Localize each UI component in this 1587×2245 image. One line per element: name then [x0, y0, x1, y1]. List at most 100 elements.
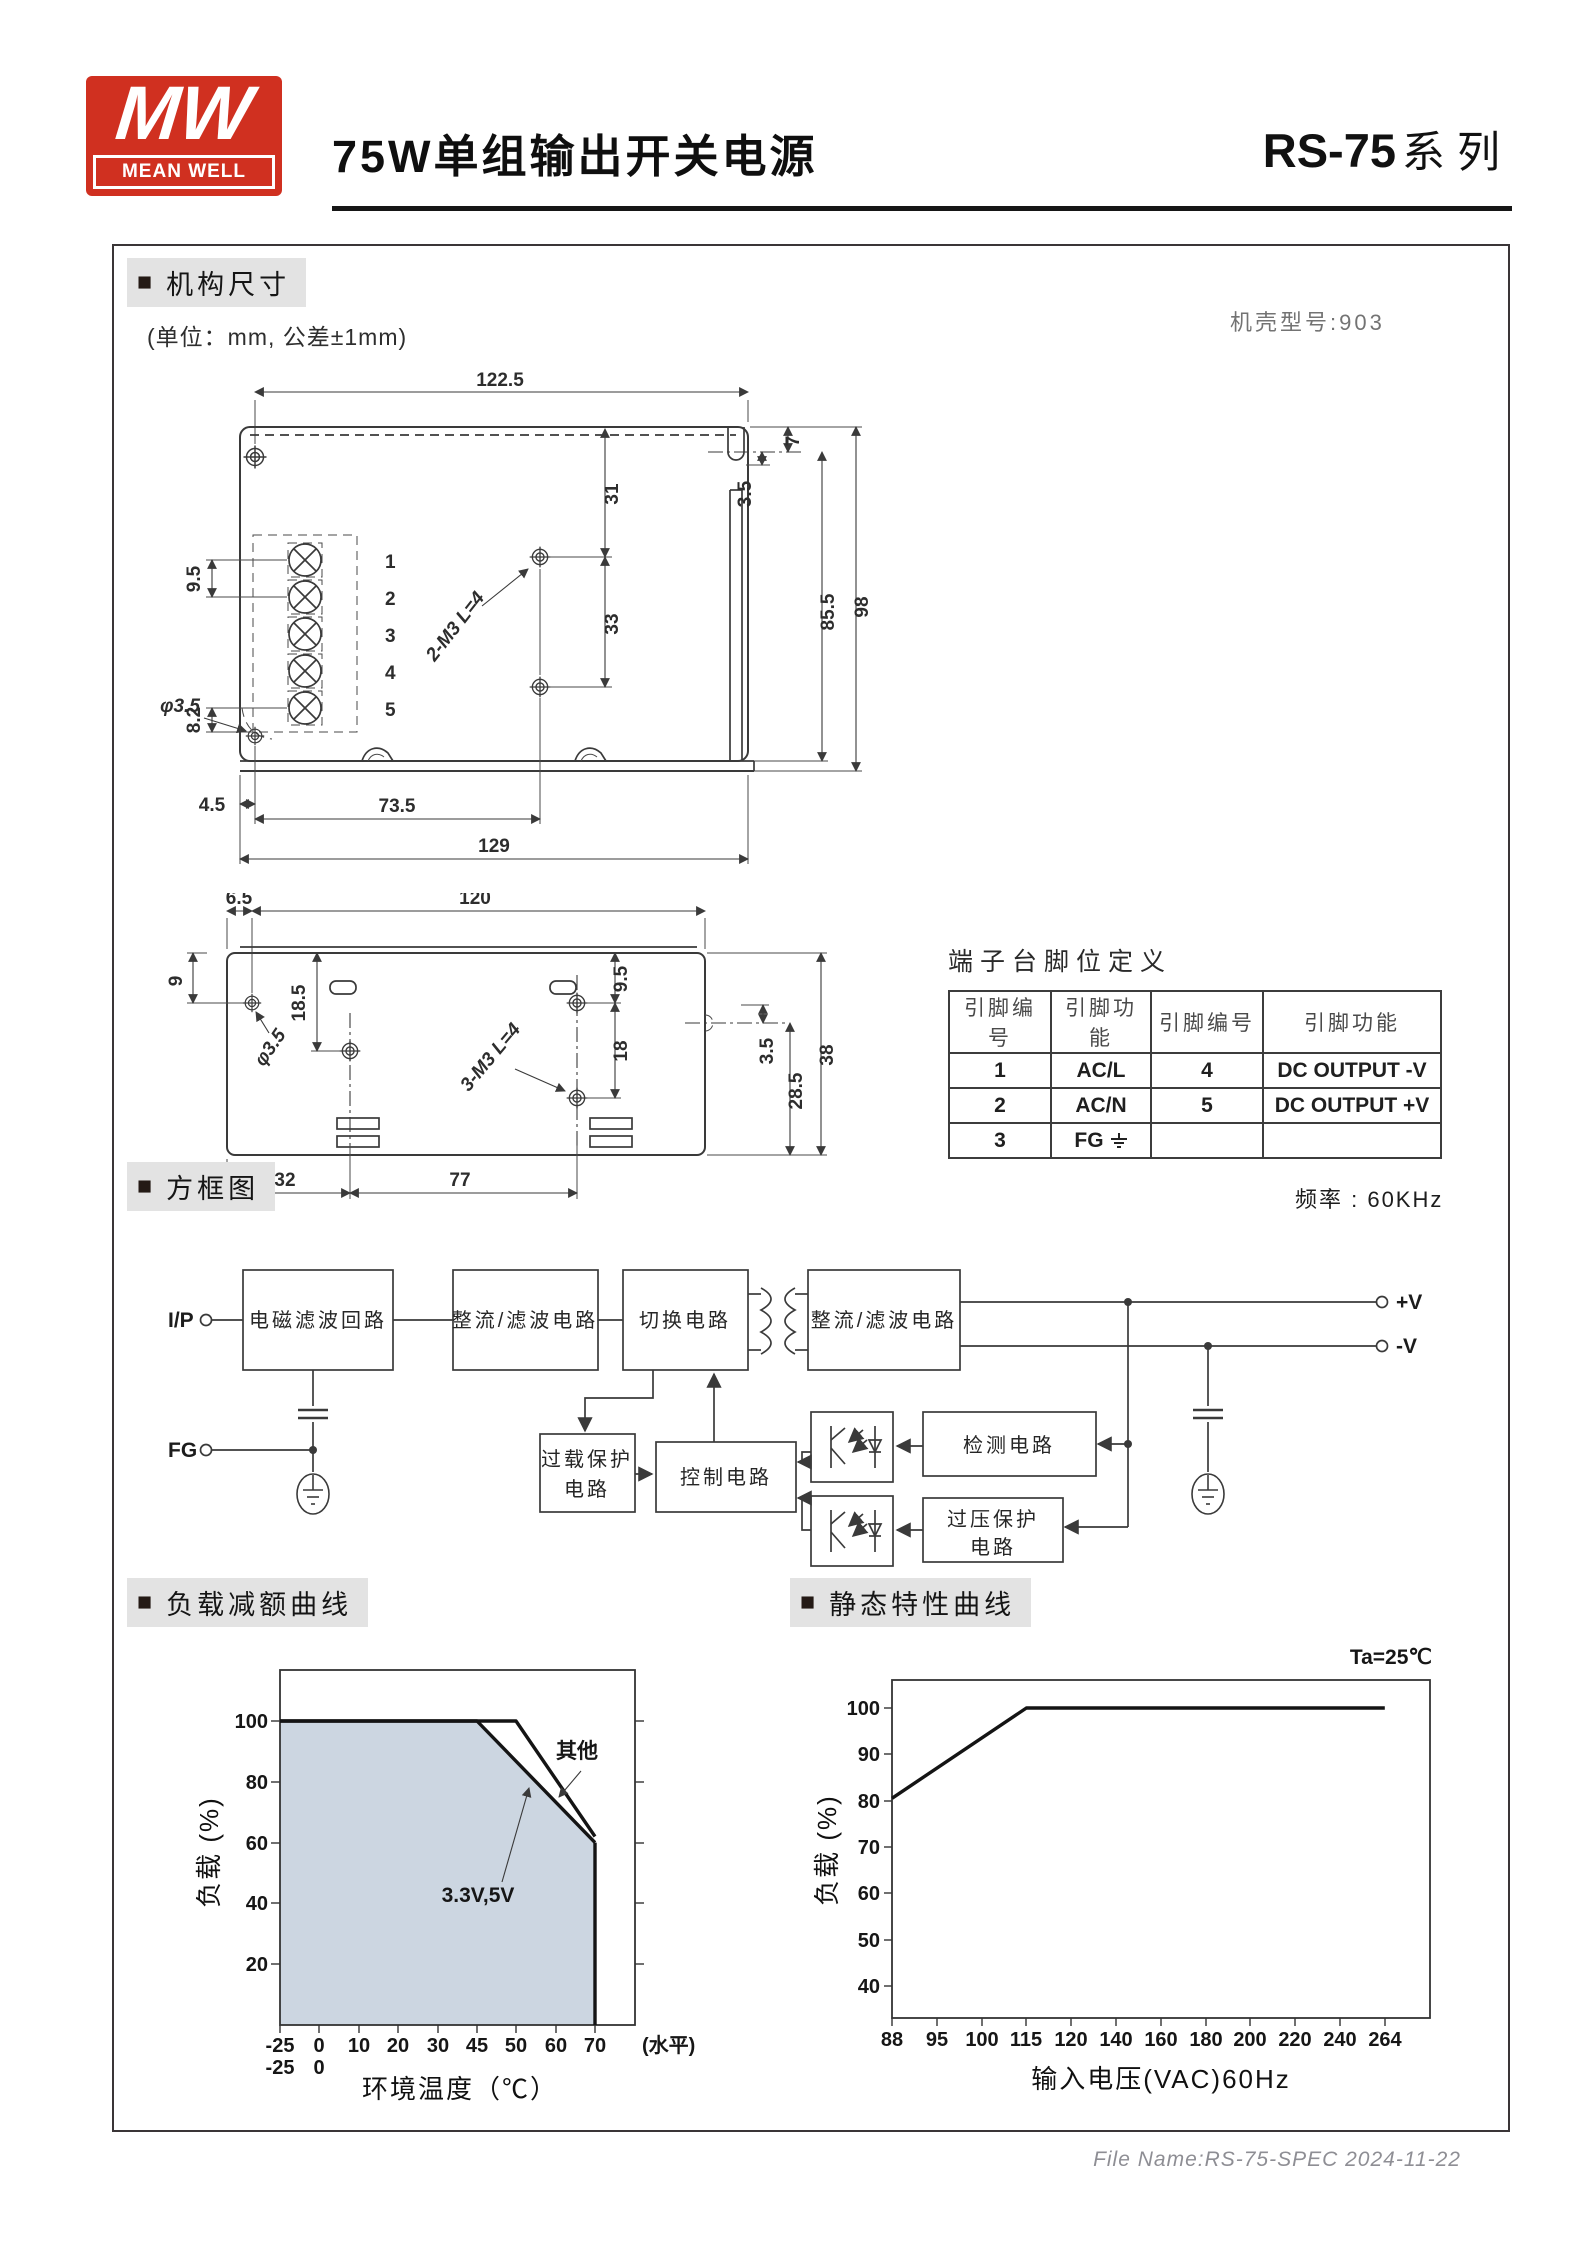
x-tick: 70: [584, 2035, 606, 2057]
section-block-title: 方框图: [166, 1174, 260, 1204]
emi-filter-label: 电磁滤波回路: [249, 1309, 387, 1332]
cell-fg: FG: [1050, 1122, 1152, 1159]
section-mechanical: ■ 机构尺寸: [127, 258, 307, 307]
switching-block: [622, 1269, 749, 1371]
switching-label: 切换电路: [639, 1309, 731, 1332]
dim-122-5: 122.5: [476, 372, 524, 391]
fg-label: FG: [1074, 1128, 1104, 1152]
col-pin-no: 引脚编号: [948, 990, 1052, 1054]
dim-4-5: 4.5: [199, 795, 226, 816]
section-derating: ■ 负载减额曲线: [127, 1578, 369, 1627]
x-tick: 140: [1099, 2029, 1132, 2051]
x-tick-row2: -25: [266, 2057, 295, 2079]
dim-3-5-top: 3.5: [735, 480, 756, 507]
m3-screw-icon: [528, 545, 552, 569]
section-marker-icon: ■: [137, 1172, 157, 1200]
pin-4: 4: [385, 663, 396, 684]
capacitor-icon: [1191, 1408, 1225, 1420]
transformer-icon: [748, 1287, 808, 1355]
detection-label: 检测电路: [963, 1434, 1055, 1457]
pin-2: 2: [385, 589, 396, 610]
m3-screw-icon: [528, 675, 552, 699]
x-tick: 200: [1233, 2029, 1266, 2051]
x-tick: 60: [545, 2035, 567, 2057]
dim-38: 38: [817, 1044, 838, 1065]
cell: AC/N: [1050, 1087, 1152, 1124]
page-title: 75W单组输出开关电源: [332, 131, 818, 182]
x-tick: 95: [926, 2029, 948, 2051]
pin-3: 3: [385, 626, 396, 647]
dim-9: 9: [166, 976, 187, 987]
x-tick: 264: [1368, 2029, 1402, 2051]
earth-ground-icon: [1191, 1473, 1225, 1515]
static-characteristic-chart: Ta=25℃ 100 90 80 70 60 50 40 88 95: [812, 1646, 1432, 2094]
plot-area: [279, 1669, 636, 2026]
col-pin-func-2: 引脚功能: [1262, 990, 1442, 1054]
clip-icon: [574, 747, 607, 762]
input-terminal-label: I/P: [168, 1309, 194, 1332]
mount-hole-icon: [242, 993, 262, 1013]
optocoupler-glyph: [830, 1426, 883, 1468]
rectifier-out-label: 整流/滤波电路: [811, 1309, 958, 1332]
footer-file-note: File Name:RS-75-SPEC 2024-11-22: [1093, 2148, 1461, 2171]
mechanical-drawing-top-view: 122.5 1 2 3 4 5: [160, 372, 873, 864]
curve-33v5v: [280, 1719, 597, 1844]
rectifier-out-block: [807, 1269, 961, 1371]
dim-9-5: 9.5: [611, 965, 632, 992]
x-tick: 20: [387, 2035, 409, 2057]
rectifier-in-label: 整流/滤波电路: [452, 1309, 599, 1332]
control-label: 控制电路: [680, 1466, 772, 1489]
dim-6-5: 6.5: [226, 893, 253, 909]
x-axis-label: 环境温度（℃）: [362, 2074, 558, 2104]
dim-98: 98: [852, 596, 873, 617]
cell: 5: [1150, 1087, 1264, 1124]
fg-terminal-label: FG: [168, 1439, 197, 1462]
section-static-curve: ■ 静态特性曲线: [790, 1578, 1032, 1627]
unit-note: (单位：mm, 公差±1mm): [147, 324, 408, 350]
terminal-definition: 端子台脚位定义 引脚编号 引脚功能 引脚编号 引脚功能 1 AC/L 4 DC …: [948, 942, 1442, 1159]
block-diagram: I/P FG 电磁滤波回路 整流/滤波电路 切换电路 整流/滤波电路 +V: [168, 1269, 1422, 1567]
overload-label-2: 电路: [564, 1478, 610, 1501]
cell: DC OUTPUT -V: [1262, 1052, 1442, 1089]
cell: [1150, 1122, 1264, 1159]
x-tick: 115: [1010, 2029, 1042, 2051]
overload-label-1: 过载保护: [541, 1448, 633, 1471]
y-axis-label: 负载 (%): [812, 1794, 842, 1906]
ovp-label-2: 电路: [970, 1536, 1016, 1559]
col-pin-no-2: 引脚编号: [1150, 990, 1264, 1054]
section-block-diagram: ■ 方框图: [127, 1162, 276, 1211]
section-marker-icon: ■: [137, 1588, 157, 1616]
x-axis-label: 输入电压(VAC)60Hz: [1031, 2064, 1291, 2094]
static-curve: [891, 1706, 1385, 1800]
cell: 2: [948, 1087, 1052, 1124]
screw-note-3m3: 3-M3 L=4: [456, 1019, 525, 1096]
x-tick: 30: [427, 2035, 449, 2057]
ovp-label-1: 过压保护: [947, 1508, 1039, 1531]
series-suffix: 系列: [1402, 129, 1512, 177]
logo-meanwell-text: MEAN WELL: [93, 155, 275, 189]
cell: [1262, 1122, 1442, 1159]
derating-region: [280, 1721, 595, 2025]
plot-area: [891, 1679, 1431, 2019]
x-tick: 0: [313, 2035, 324, 2057]
optocoupler-glyph: [830, 1510, 883, 1552]
hole-note-top: φ3.5: [160, 696, 200, 717]
y-tick: 100: [235, 1711, 268, 1733]
frequency-note: 频率 : 60KHz: [1295, 1187, 1444, 1212]
logo-mw-text: MW: [112, 71, 257, 156]
dim-9-5-pitch: 9.5: [184, 565, 205, 592]
overload-protection-block: [539, 1433, 636, 1513]
control-block: [655, 1441, 797, 1513]
y-tick: 80: [858, 1791, 880, 1813]
y-tick: 50: [858, 1930, 880, 1952]
x-axis-suffix: (水平): [642, 2034, 695, 2057]
dim-7: 7: [783, 436, 804, 447]
earth-ground-icon: [1110, 1132, 1127, 1148]
table-row: 3 FG: [948, 1122, 1442, 1159]
table-row: 2 AC/N 5 DC OUTPUT +V: [948, 1087, 1442, 1124]
col-pin-func: 引脚功能: [1050, 990, 1152, 1054]
x-tick: 10: [348, 2035, 370, 2057]
dim-73-5: 73.5: [379, 796, 416, 817]
